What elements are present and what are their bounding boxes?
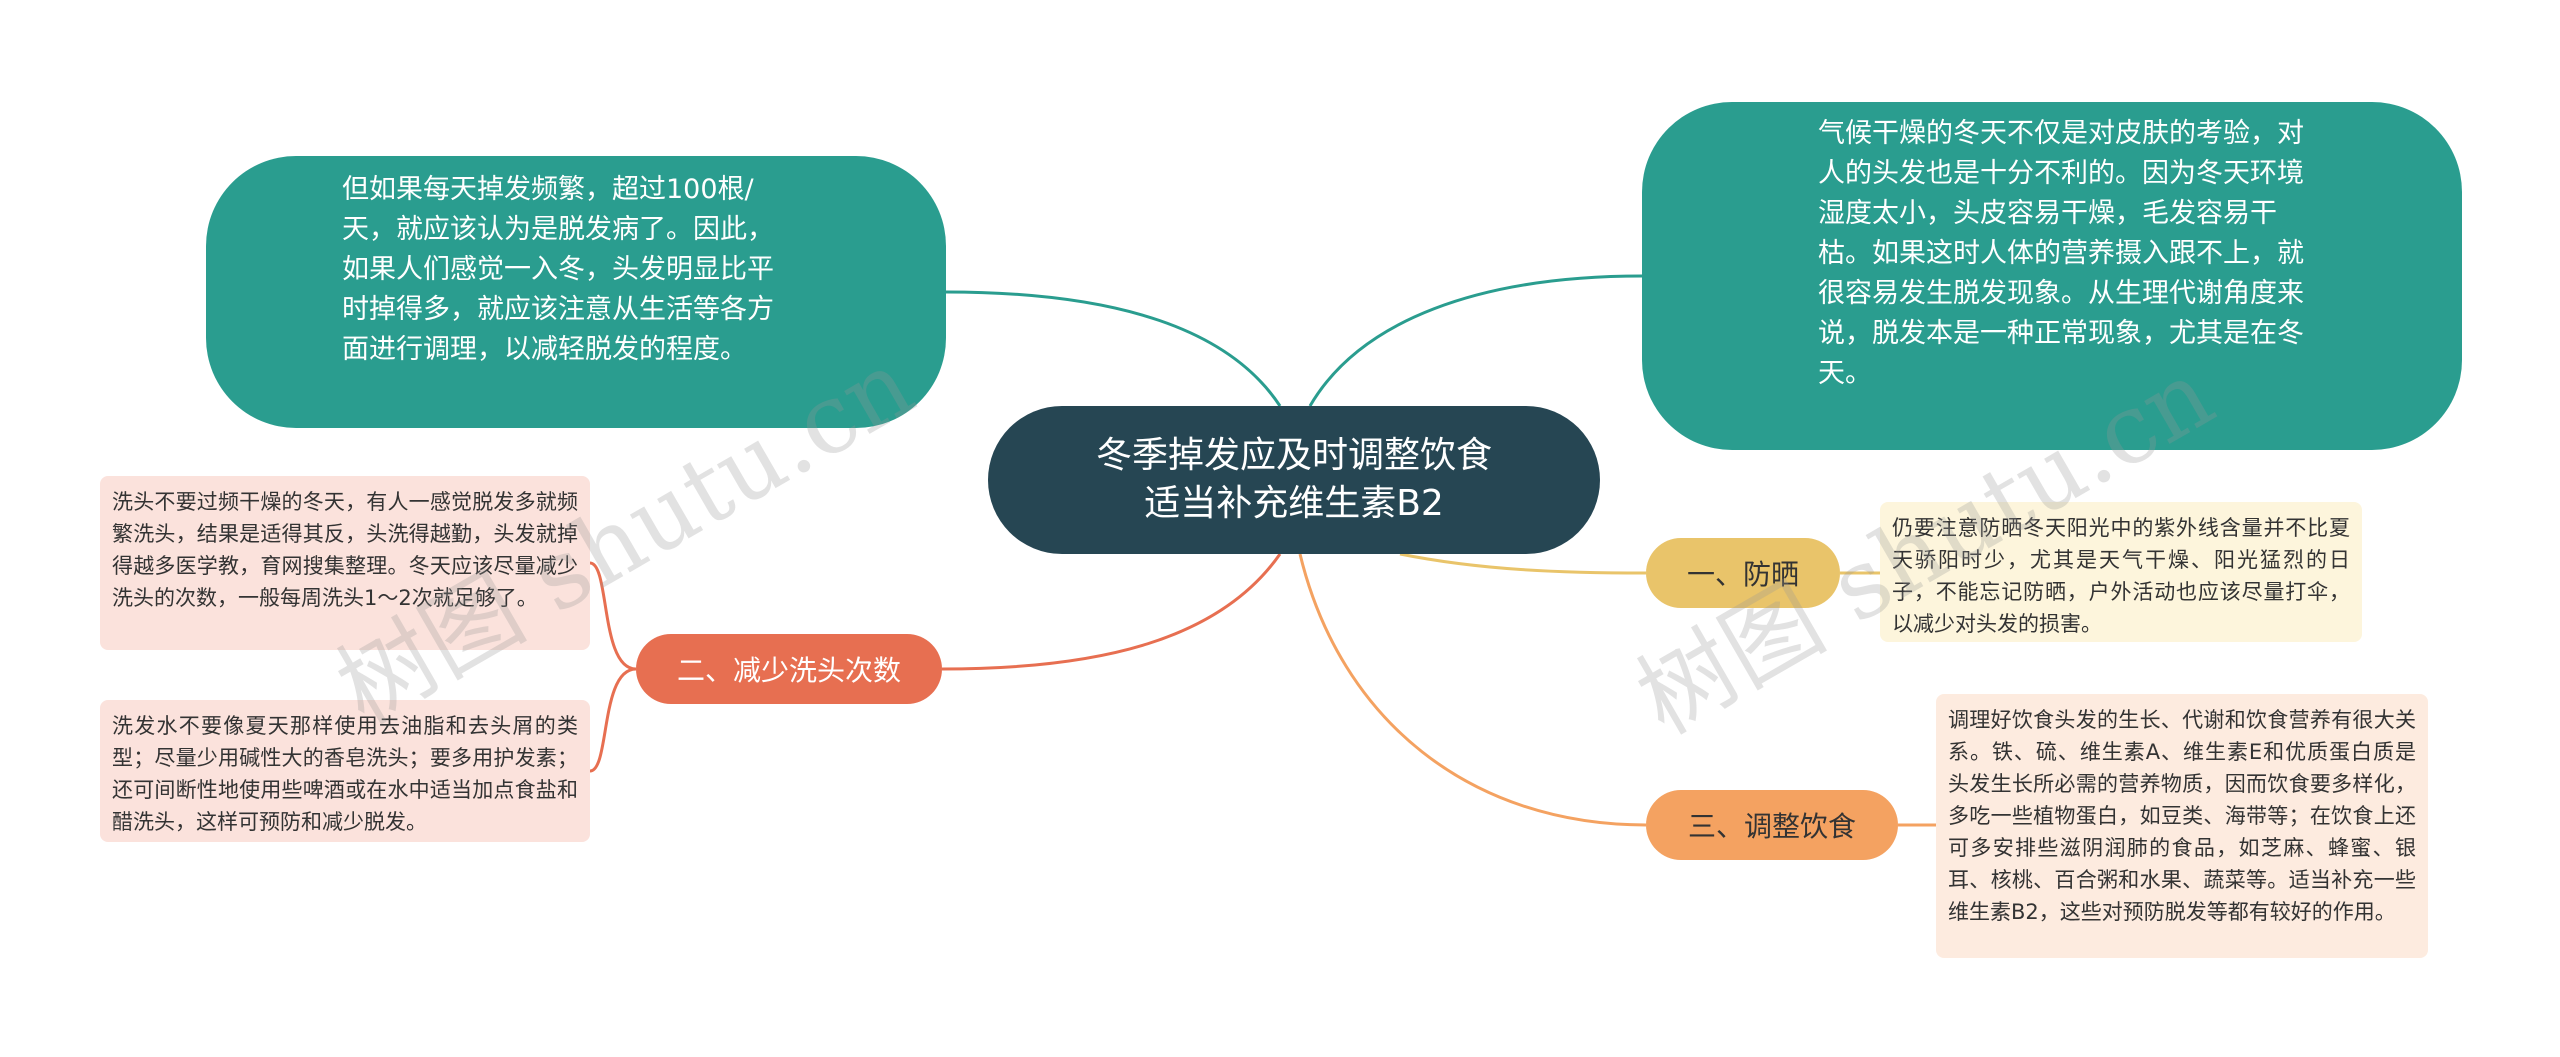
central-topic[interactable]: 冬季掉发应及时调整饮食 适当补充维生素B2 [988, 406, 1600, 554]
branch-sun-protection[interactable]: 一、防晒 [1646, 538, 1840, 608]
link-central-branch1 [1399, 552, 1647, 575]
central-title-line1: 冬季掉发应及时调整饮食 [1095, 435, 1492, 476]
branch-reduce-washing[interactable]: 二、减少洗头次数 [636, 634, 942, 704]
note-diet[interactable]: 调理好饮食头发的生长、代谢和饮食营养有很大关系。铁、硫、维生素A、维生素E和优质… [1936, 694, 2428, 958]
central-title-line2: 适当补充维生素B2 [1144, 483, 1444, 524]
note-washing-frequency-text: 洗头不要过频干燥的冬天，有人一感觉脱发多就频繁洗头，结果是适得其反，头洗得越勤，… [112, 490, 578, 610]
note-washing-frequency[interactable]: 洗头不要过频干燥的冬天，有人一感觉脱发多就频繁洗头，结果是适得其反，头洗得越勤，… [100, 476, 590, 650]
note-diet-text: 调理好饮食头发的生长、代谢和饮食营养有很大关系。铁、硫、维生素A、维生素E和优质… [1948, 708, 2416, 924]
note-sun-protection[interactable]: 仍要注意防晒冬天阳光中的紫外线含量并不比夏天骄阳时少，尤其是天气干燥、阳光猛烈的… [1880, 502, 2362, 642]
branch-adjust-diet-label: 三、调整饮食 [1687, 810, 1856, 843]
link-branch2-note-a [589, 561, 637, 671]
branch-sun-protection-label: 一、防晒 [1686, 558, 1799, 591]
link-central-branch3 [1298, 553, 1647, 827]
topic-bubble-left[interactable]: 但如果每天掉发频繁，超过100根/天，就应该认为是脱发病了。因此，如果人们感觉一… [206, 156, 946, 428]
topic-bubble-right-text: 气候干燥的冬天不仅是对皮肤的考验，对人的头发也是十分不利的。因为冬天环境湿度太小… [1818, 118, 2304, 389]
note-shampoo-type[interactable]: 洗发水不要像夏天那样使用去油脂和去头屑的类型；尽量少用碱性大的香皂洗头；要多用护… [100, 700, 590, 842]
link-central-left-bubble [945, 290, 1282, 407]
note-shampoo-type-text: 洗发水不要像夏天那样使用去油脂和去头屑的类型；尽量少用碱性大的香皂洗头；要多用护… [112, 714, 578, 834]
branch-adjust-diet[interactable]: 三、调整饮食 [1646, 790, 1898, 860]
topic-bubble-left-text: 但如果每天掉发频繁，超过100根/天，就应该认为是脱发病了。因此，如果人们感觉一… [342, 174, 774, 365]
topic-bubble-right[interactable]: 气候干燥的冬天不仅是对皮肤的考验，对人的头发也是十分不利的。因为冬天环境湿度太小… [1642, 102, 2462, 450]
link-central-branch2 [941, 553, 1282, 671]
branch-reduce-washing-label: 二、减少洗头次数 [676, 654, 901, 687]
note-sun-protection-text: 仍要注意防晒冬天阳光中的紫外线含量并不比夏天骄阳时少，尤其是天气干燥、阳光猛烈的… [1892, 516, 2350, 636]
link-central-right-bubble [1308, 274, 1643, 407]
link-branch2-note-b [589, 667, 637, 773]
